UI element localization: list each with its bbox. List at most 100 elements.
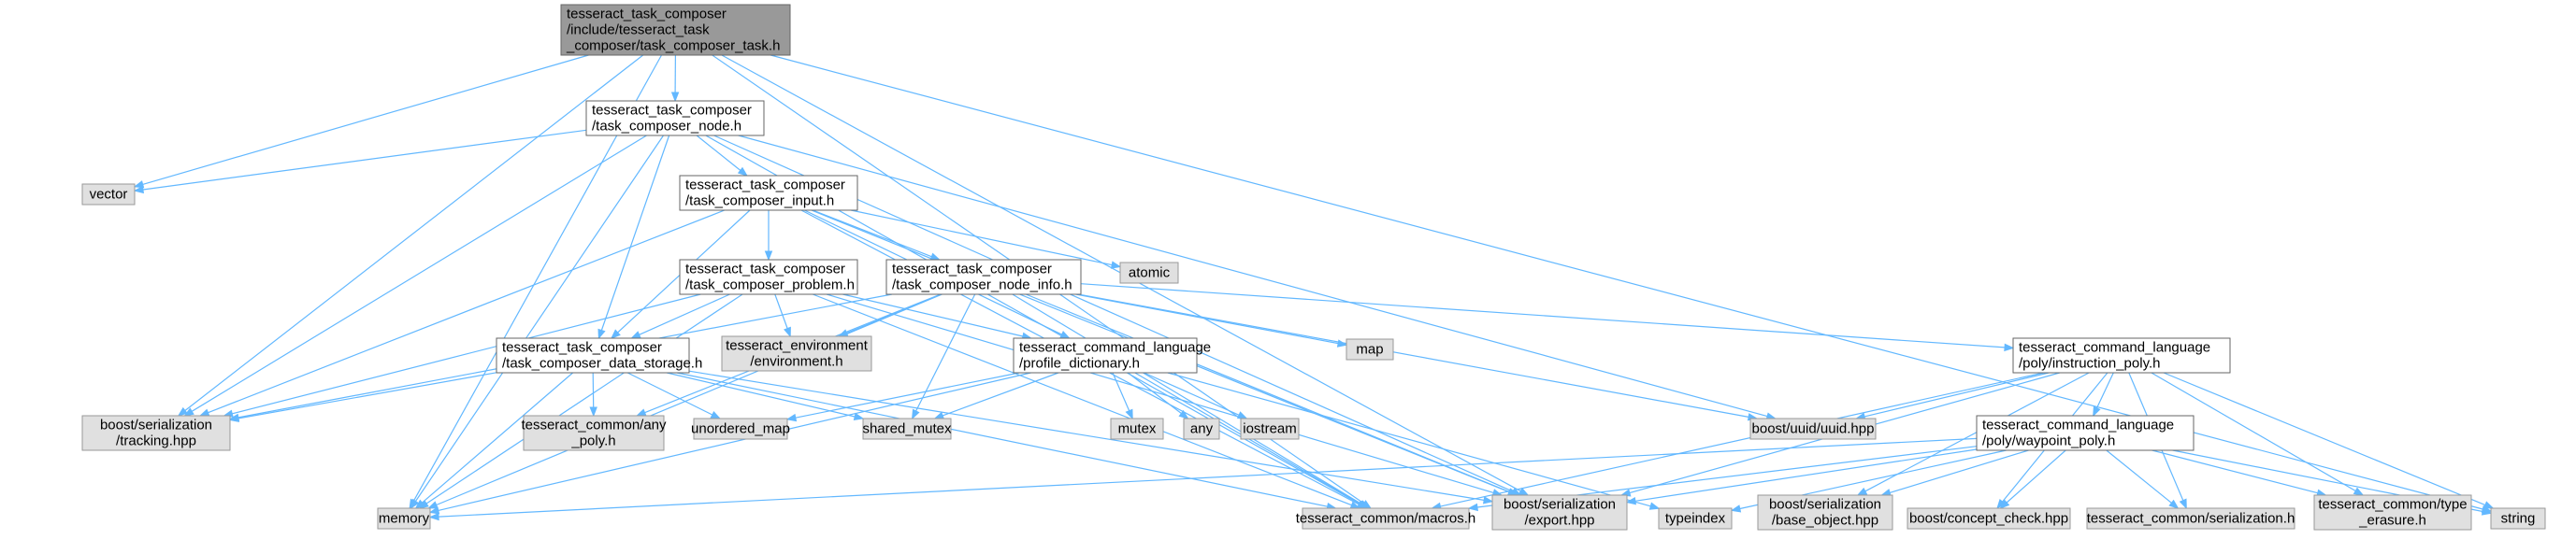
- node-box: [1013, 337, 1198, 374]
- node-label-line: boost/serialization: [1504, 497, 1616, 513]
- node-nodeinfo[interactable]: tesseract_task_composer/task_composer_no…: [885, 259, 1082, 295]
- node-label-line: string: [2501, 511, 2536, 527]
- edge-profdict-to-macros: [1134, 372, 1370, 509]
- node-box: [1183, 418, 1220, 440]
- node-box: [679, 175, 858, 211]
- edge-waypoint-to-export: [1625, 448, 1978, 505]
- node-memory: memory: [377, 507, 431, 530]
- node-box: [2490, 507, 2546, 530]
- node-label-line: /task_composer_node.h: [592, 119, 741, 135]
- node-env: tesseract_environment/environment.h: [721, 335, 872, 372]
- node-label-line: tesseract_environment: [726, 338, 869, 354]
- edge-input-to-tracking: [198, 209, 726, 417]
- edge-root-to-node: [670, 54, 680, 103]
- node-input[interactable]: tesseract_task_composer/task_composer_in…: [679, 175, 858, 211]
- node-label-line: tesseract_command_language: [1019, 340, 1211, 356]
- node-box: [560, 4, 791, 56]
- node-profdict[interactable]: tesseract_command_language/profile_dicti…: [1013, 337, 1211, 374]
- node-label-line: /poly/waypoint_poly.h: [1982, 433, 2115, 449]
- node-box: [523, 415, 665, 451]
- node-label-line: any: [1190, 421, 1214, 437]
- edge-waypoint-to-memory: [428, 437, 1978, 521]
- node-label-line: typeindex: [1665, 511, 1726, 527]
- edge-nodeinfo-to-instr: [1080, 283, 2015, 352]
- node-atomic: atomic: [1119, 262, 1179, 284]
- edge-node-to-tracking: [183, 135, 647, 417]
- node-mutex: mutex: [1110, 418, 1164, 440]
- node-box: [1110, 418, 1164, 440]
- node-label-line: mutex: [1118, 421, 1157, 437]
- edge-storage-to-export: [688, 370, 1494, 504]
- node-box: [377, 507, 431, 530]
- edge-profdict-to-memory: [428, 372, 1031, 515]
- edge-node-to-storage: [597, 135, 670, 340]
- node-box: [2086, 507, 2295, 530]
- edge-node-to-input: [696, 135, 748, 177]
- edge-waypoint-to-concept: [1999, 449, 2066, 509]
- node-problem[interactable]: tesseract_task_composer/task_composer_pr…: [679, 259, 858, 295]
- node-label-line: tesseract_task_composer: [892, 262, 1052, 277]
- node-label-line: tesseract_common/macros.h: [1296, 511, 1476, 527]
- edge-problem-to-storage: [630, 293, 730, 339]
- node-label-line: atomic: [1129, 265, 1171, 281]
- node-instr[interactable]: tesseract_command_language/poly/instruct…: [2012, 337, 2231, 374]
- node-storage[interactable]: tesseract_task_composer/task_composer_da…: [496, 337, 702, 374]
- node-label-line: tesseract_command_language: [1982, 418, 2174, 433]
- node-label-line: tesseract_command_language: [2019, 340, 2210, 356]
- edge-node-to-memory: [410, 135, 664, 510]
- node-waypoint[interactable]: tesseract_command_language/poly/waypoint…: [1976, 415, 2195, 451]
- node-iostream: iostream: [1240, 418, 1300, 440]
- edge-profdict-to-mutex: [1112, 372, 1133, 420]
- node-tracking: boost/serialization/tracking.hpp: [81, 415, 231, 451]
- node-box: [1119, 262, 1179, 284]
- node-smutex: shared_mutex: [862, 418, 952, 440]
- edge-input-to-atomic: [850, 209, 1122, 269]
- edge-instr-to-string: [2163, 372, 2495, 509]
- node-label-line: tesseract_task_composer: [685, 262, 845, 277]
- edge-storage-to-smutex: [667, 372, 865, 421]
- node-label-line: /task_composer_input.h: [685, 193, 834, 209]
- edge-profdict-to-umap: [785, 372, 1020, 422]
- node-box: [1346, 338, 1394, 361]
- node-label-line: _composer/task_composer_task.h: [566, 38, 780, 54]
- node-box: [1491, 494, 1628, 531]
- node-box: [81, 183, 136, 206]
- node-label-line: vector: [90, 187, 128, 203]
- node-label-line: tesseract_task_composer: [592, 103, 752, 119]
- node-label-line: _poly.h: [570, 433, 615, 449]
- edge-profdict-to-any: [1127, 372, 1189, 419]
- node-box: [1907, 507, 2071, 530]
- node-box: [721, 335, 872, 372]
- node-label-line: /base_object.hpp: [1772, 513, 1878, 529]
- node-box: [885, 259, 1082, 295]
- node-box: [1749, 418, 1877, 440]
- node-box: [1240, 418, 1300, 440]
- node-label-line: /tracking.hpp: [116, 433, 196, 449]
- node-macros: tesseract_common/macros.h: [1296, 507, 1476, 530]
- edge-instr-to-macros: [1431, 372, 2044, 511]
- edge-nodeinfo-to-export: [1025, 293, 1519, 496]
- node-label-line: boost/serialization: [100, 418, 212, 433]
- edge-profdict-to-smutex: [933, 372, 1059, 419]
- edge-instr-to-waypoint: [2093, 372, 2114, 418]
- edge-root-to-tracking: [177, 54, 644, 417]
- node-typeerase: tesseract_common/type_erasure.h: [2313, 494, 2472, 531]
- edge-storage-to-macros: [676, 372, 1337, 511]
- node-root[interactable]: tesseract_task_composer/include/tesserac…: [560, 4, 791, 56]
- edge-storage-to-anypoly: [589, 372, 597, 418]
- node-box: [679, 259, 858, 295]
- edge-instr-to-typeerase: [2151, 372, 2365, 496]
- node-umap: unordered_map: [691, 418, 790, 440]
- node-label-line: boost/serialization: [1769, 497, 1881, 513]
- node-node[interactable]: tesseract_task_composer/task_composer_no…: [585, 100, 765, 136]
- node-label-line: /task_composer_node_info.h: [892, 277, 1072, 293]
- node-label-line: tesseract_task_composer: [685, 178, 845, 193]
- node-label-line: tesseract_task_composer: [502, 340, 662, 356]
- node-anypoly: tesseract_common/any_poly.h: [521, 415, 667, 451]
- node-box: [1757, 494, 1893, 531]
- node-box: [2012, 337, 2231, 374]
- edge-instr-to-uuid: [1854, 372, 2050, 420]
- node-label-line: tesseract_common/type: [2318, 497, 2467, 513]
- node-map: map: [1346, 338, 1394, 361]
